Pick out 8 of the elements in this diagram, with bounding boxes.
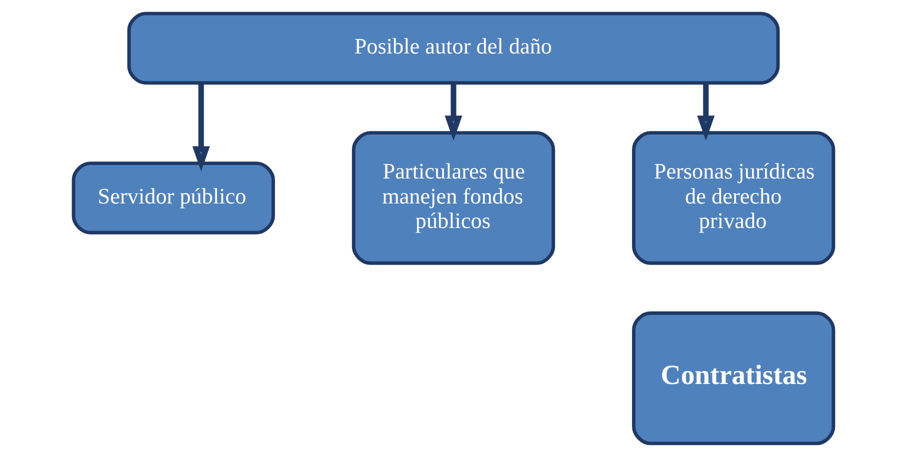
node-box: Contratistas [632,311,835,446]
arrow [192,82,210,172]
node-box: Personas jurídicas de derecho privado [632,131,835,265]
node-box: Particulares que manejen fondos públicos [351,131,555,265]
arrow [696,82,714,141]
node-box: Posible autor del daño [126,12,780,85]
arrow [444,82,462,141]
node-box: Servidor público [71,162,274,234]
